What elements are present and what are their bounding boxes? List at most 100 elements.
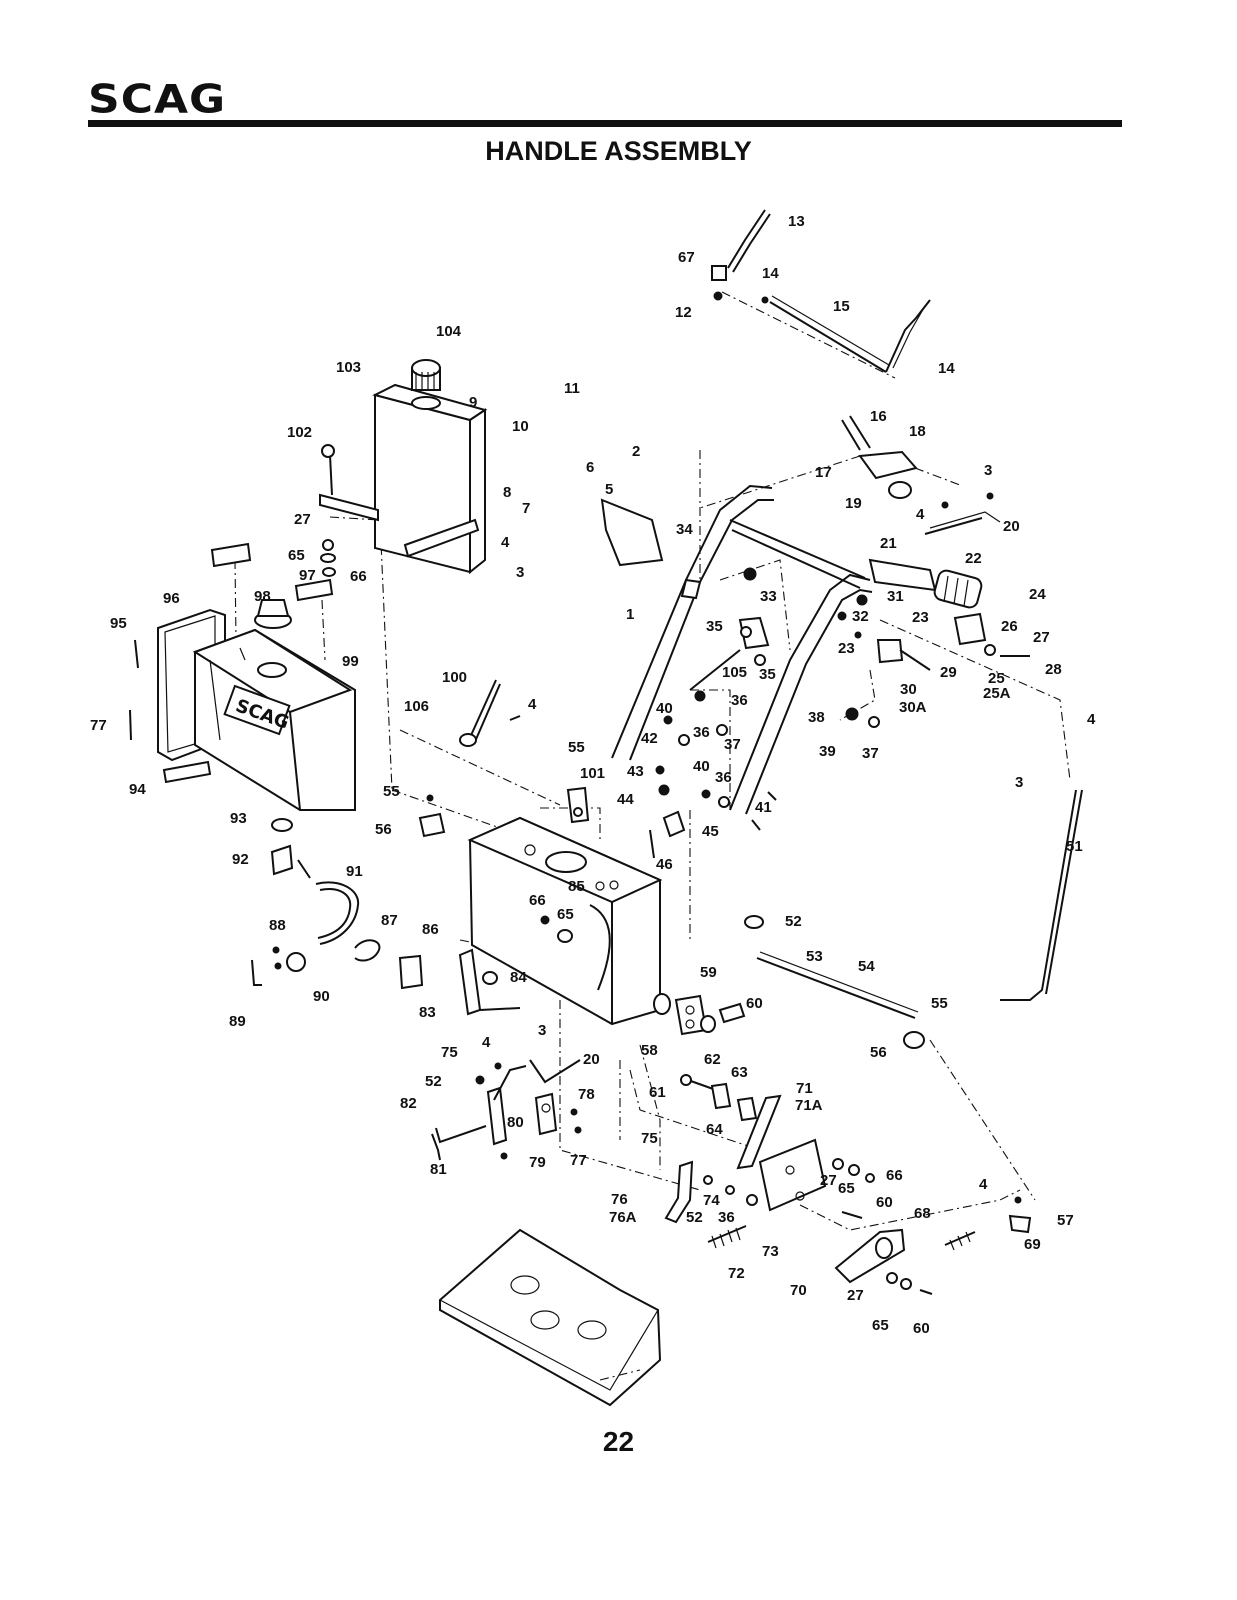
upper-linkage — [711, 209, 1001, 535]
callout-72: 72 — [728, 1265, 745, 1282]
callout-95: 95 — [110, 615, 127, 632]
callout-90: 90 — [313, 988, 330, 1005]
callout-58: 58 — [641, 1042, 658, 1059]
callout-6: 6 — [586, 459, 594, 476]
callout-46: 46 — [656, 856, 673, 873]
callout-24: 24 — [1029, 586, 1046, 603]
callout-14b: 14 — [938, 360, 955, 377]
callout-5: 5 — [605, 481, 613, 498]
callout-55a: 55 — [568, 739, 585, 756]
callout-52a: 52 — [785, 913, 802, 930]
callout-33: 33 — [760, 588, 777, 605]
callout-40a: 40 — [656, 700, 673, 717]
callout-40b: 40 — [693, 758, 710, 775]
callout-71A: 71A — [795, 1097, 823, 1114]
handle-frame — [600, 484, 1030, 859]
callout-3a: 3 — [984, 462, 992, 479]
callout-56b: 56 — [870, 1044, 887, 1061]
callout-101: 101 — [580, 765, 605, 782]
callout-36d: 36 — [718, 1209, 735, 1226]
callout-57: 57 — [1057, 1212, 1074, 1229]
callout-78: 78 — [578, 1086, 595, 1103]
callout-8: 8 — [503, 484, 511, 501]
callout-42: 42 — [641, 730, 658, 747]
page-title: HANDLE ASSEMBLY — [485, 136, 752, 166]
callout-97: 97 — [299, 567, 316, 584]
callout-51: 51 — [1066, 838, 1083, 855]
callout-27c: 27 — [820, 1172, 837, 1189]
callout-77a: 77 — [90, 717, 107, 734]
callout-3d: 3 — [538, 1022, 546, 1039]
callout-4c: 4 — [528, 696, 537, 713]
callout-56a: 56 — [375, 821, 392, 838]
callout-52b: 52 — [425, 1073, 442, 1090]
callout-11: 11 — [564, 380, 580, 397]
callout-22: 22 — [965, 550, 982, 567]
callout-64: 64 — [706, 1121, 723, 1138]
callout-106: 106 — [404, 698, 429, 715]
callout-66c: 66 — [886, 1167, 903, 1184]
callout-74: 74 — [703, 1192, 720, 1209]
callout-79: 79 — [529, 1154, 546, 1171]
callout-69: 69 — [1024, 1236, 1041, 1253]
callout-96: 96 — [163, 590, 180, 607]
lower-right-linkage — [664, 1074, 1032, 1295]
callout-75b: 75 — [641, 1130, 658, 1147]
brand-logo: SCAG — [88, 76, 227, 123]
callout-65d: 65 — [872, 1317, 889, 1334]
callout-73: 73 — [762, 1243, 779, 1260]
lower-left-linkage — [431, 1059, 582, 1161]
callout-82: 82 — [400, 1095, 417, 1112]
callout-104: 104 — [436, 323, 462, 340]
callout-25A: 25A — [983, 685, 1011, 702]
callout-55c: 55 — [931, 995, 948, 1012]
callout-27b: 27 — [1033, 629, 1050, 646]
callout-102: 102 — [287, 424, 312, 441]
callout-60a: 60 — [746, 995, 763, 1012]
callout-98: 98 — [254, 588, 271, 605]
callout-34: 34 — [676, 521, 693, 538]
deck-plate — [439, 1228, 662, 1407]
callout-30: 30 — [900, 681, 917, 698]
callout-27d: 27 — [847, 1287, 864, 1304]
callout-27a: 27 — [294, 511, 311, 528]
callout-66a: 66 — [350, 568, 367, 585]
callout-65b: 65 — [557, 906, 574, 923]
fuel-lines — [251, 844, 381, 986]
callout-52c: 52 — [686, 1209, 703, 1226]
callout-16: 16 — [870, 408, 887, 425]
callout-4f: 4 — [979, 1176, 988, 1193]
callout-38: 38 — [808, 709, 825, 726]
callout-26: 26 — [1001, 618, 1018, 635]
callout-36a: 36 — [731, 692, 748, 709]
callout-55b: 55 — [383, 783, 400, 800]
callout-1: 1 — [626, 606, 634, 623]
callout-76: 76 — [611, 1191, 628, 1208]
callout-30A: 30A — [899, 699, 927, 716]
callout-89: 89 — [229, 1013, 246, 1030]
callout-31: 31 — [887, 588, 904, 605]
callout-3c: 3 — [1015, 774, 1023, 791]
callout-94: 94 — [129, 781, 146, 798]
callout-12: 12 — [675, 304, 692, 321]
page-number: 22 — [602, 1426, 635, 1457]
callout-9: 9 — [469, 394, 477, 411]
callout-61: 61 — [649, 1084, 666, 1101]
control-rods — [459, 679, 1083, 1049]
callout-2: 2 — [632, 443, 640, 460]
callout-10: 10 — [512, 418, 529, 435]
callout-4d: 4 — [1087, 711, 1096, 728]
callout-17: 17 — [815, 464, 832, 481]
callout-83: 83 — [419, 1004, 436, 1021]
callout-93: 93 — [230, 810, 247, 827]
callout-15: 15 — [833, 298, 850, 315]
callout-54: 54 — [858, 958, 875, 975]
callout-63: 63 — [731, 1064, 748, 1081]
pivot-brackets — [418, 786, 590, 838]
callout-23a: 23 — [912, 609, 929, 626]
callout-68: 68 — [914, 1205, 931, 1222]
callout-39: 39 — [819, 743, 836, 760]
callout-62: 62 — [704, 1051, 721, 1068]
callout-103: 103 — [336, 359, 361, 376]
